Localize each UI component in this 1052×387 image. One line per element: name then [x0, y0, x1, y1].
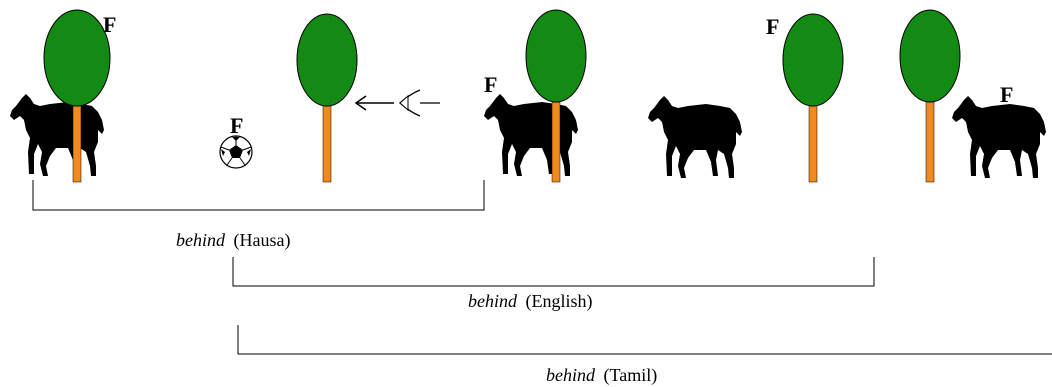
scene-4: F [648, 13, 844, 183]
bracket-label: behind (Tamil) [546, 365, 657, 386]
figure-marker: F [230, 113, 243, 138]
tree-icon [525, 9, 587, 183]
horse-icon [10, 94, 104, 176]
scene-3: F [484, 9, 587, 183]
bracket-english: behind (English) [232, 257, 875, 312]
scene-2: F [219, 13, 440, 183]
bracket-tamil: behind (Tamil) [237, 325, 1052, 386]
soccer-ball-icon [219, 135, 253, 169]
figure-marker: F [766, 14, 779, 39]
figure-marker: F [484, 72, 497, 97]
scene-5: F [899, 9, 1046, 183]
arrow-left-icon [354, 95, 394, 111]
eye-icon [399, 89, 440, 117]
tree-icon [899, 9, 961, 183]
bracket-label: behind (English) [468, 291, 593, 312]
tree-icon [43, 9, 111, 183]
horse-icon [484, 94, 578, 176]
horse-icon [648, 96, 742, 178]
scene-1: F [10, 9, 116, 183]
tree-icon [782, 13, 844, 183]
figure-marker: F [1000, 82, 1013, 107]
horse-icon [952, 96, 1046, 178]
figure-marker: F [103, 12, 116, 37]
bracket-label: behind (Hausa) [176, 230, 290, 251]
tree-icon [296, 13, 358, 183]
bracket-hausa: behind (Hausa) [32, 180, 485, 251]
